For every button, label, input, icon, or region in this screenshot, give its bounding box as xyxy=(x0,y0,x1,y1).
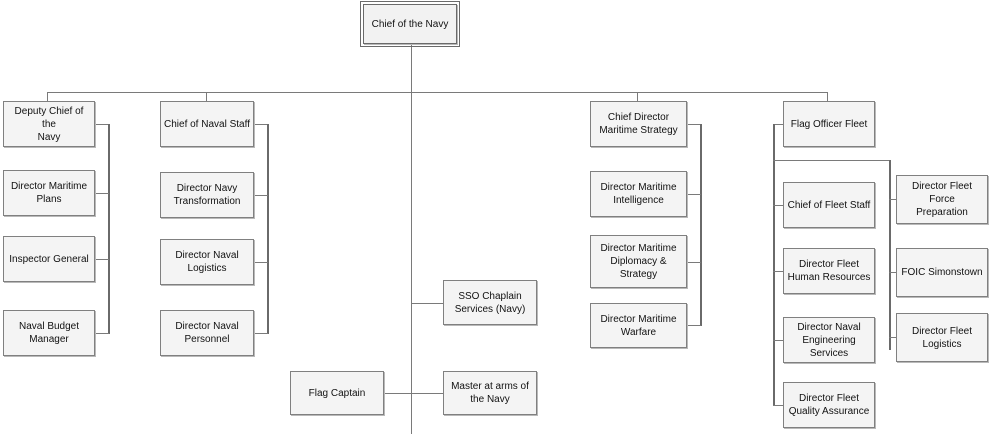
node-label: Director Fleet Quality Assurance xyxy=(788,393,870,417)
node-director-fleet-force-preparation[interactable]: Director Fleet Force Preparation xyxy=(896,175,988,224)
node-label: Director Maritime Plans xyxy=(10,181,88,205)
node-label: FOIC Simonstown xyxy=(901,267,983,278)
connector-maritime-strategy-to-diplomacy xyxy=(687,262,701,263)
connector-maritime-strategy-spine xyxy=(700,124,702,326)
connector-fleet-right-to-fleet-logistics xyxy=(889,337,897,338)
connector-maritime-strategy-to-warfare xyxy=(687,325,701,326)
node-label: SSO Chaplain Services (Navy) xyxy=(454,290,526,315)
node-label: Director Naval Logistics xyxy=(175,250,239,274)
node-label: Director Fleet Force Preparation xyxy=(911,181,972,218)
node-sso-chaplain-services-navy[interactable]: SSO Chaplain Services (Navy) xyxy=(443,280,537,325)
connector-fleet-to-chief-of-fleet-staff xyxy=(773,205,785,206)
node-chief-director-maritime-strategy[interactable]: Chief Director Maritime Strategy xyxy=(590,101,687,147)
node-label: Director Fleet Logistics xyxy=(911,325,972,350)
connector-fleet-right-to-force-preparation xyxy=(889,199,897,200)
node-chief-of-the-navy[interactable]: Chief of the Navy xyxy=(360,1,460,47)
node-director-naval-logistics[interactable]: Director Naval Logistics xyxy=(160,239,254,285)
node-label: Director Naval Engineering Services xyxy=(797,321,861,359)
connector-naval-staff-spine xyxy=(267,124,269,334)
node-chief-of-fleet-staff[interactable]: Chief of Fleet Staff xyxy=(783,182,875,228)
connector-deputy-chief-spine xyxy=(108,124,110,334)
connector-centre-to-sso-chaplain xyxy=(411,303,443,304)
node-director-fleet-human-resources[interactable]: Director Fleet Human Resources xyxy=(783,248,875,294)
connector-deputy-chief-to-naval-budget-manager xyxy=(95,333,109,334)
connector-deputy-chief-to-inspector-general xyxy=(95,259,109,260)
node-director-fleet-quality-assurance[interactable]: Director Fleet Quality Assurance xyxy=(783,382,875,428)
connector-flag-officer-fleet-stub xyxy=(773,124,785,125)
connector-deputy-chief-to-maritime-plans xyxy=(95,193,109,194)
node-label: Chief Director Maritime Strategy xyxy=(599,112,678,136)
node-director-fleet-logistics[interactable]: Director Fleet Logistics xyxy=(896,313,988,362)
node-label: Naval Budget Manager xyxy=(18,321,80,345)
node-label: Director Fleet Human Resources xyxy=(787,259,871,283)
node-naval-budget-manager[interactable]: Naval Budget Manager xyxy=(3,310,95,356)
connector-fleet-spine xyxy=(773,124,775,405)
connector-fleet-to-engineering-services xyxy=(773,340,785,341)
node-flag-officer-fleet[interactable]: Flag Officer Fleet xyxy=(783,101,875,147)
node-label: Flag Officer Fleet xyxy=(790,118,868,130)
connector-centre-to-master-at-arms xyxy=(411,393,443,394)
connector-naval-staff-to-navy-transformation xyxy=(254,195,268,196)
connector-deputy-chief-stub xyxy=(95,124,109,125)
node-director-maritime-diplomacy-strategy[interactable]: Director Maritime Diplomacy & Strategy xyxy=(590,235,687,288)
node-label: Inspector General xyxy=(9,253,89,265)
node-deputy-chief-of-the-navy[interactable]: Deputy Chief of the Navy xyxy=(3,101,95,147)
connector-fleet-right-to-foic-simonstown xyxy=(889,272,897,273)
connector-drop-deputy-chief xyxy=(47,92,48,102)
node-label: Director Maritime Warfare xyxy=(600,313,677,338)
node-inspector-general[interactable]: Inspector General xyxy=(3,236,95,282)
connector-centre-trunk xyxy=(411,92,412,434)
node-master-at-arms-of-the-navy[interactable]: Master at arms of the Navy xyxy=(443,371,537,415)
node-label: Director Naval Personnel xyxy=(175,321,239,345)
connector-centre-to-flag-captain xyxy=(384,393,411,394)
node-label: Flag Captain xyxy=(308,387,366,399)
node-flag-captain[interactable]: Flag Captain xyxy=(290,371,384,415)
connector-root-stem xyxy=(411,45,412,93)
connector-fleet-right-spine xyxy=(889,160,891,350)
node-director-naval-personnel[interactable]: Director Naval Personnel xyxy=(160,310,254,356)
node-director-maritime-intelligence[interactable]: Director Maritime Intelligence xyxy=(590,171,687,217)
connector-top-bus xyxy=(47,92,827,93)
node-label: Chief of Naval Staff xyxy=(164,118,250,130)
node-label: Director Navy Transformation xyxy=(173,183,241,207)
connector-fleet-bridge xyxy=(773,160,890,161)
connector-fleet-to-human-resources xyxy=(773,271,785,272)
node-director-navy-transformation[interactable]: Director Navy Transformation xyxy=(160,172,254,218)
node-director-naval-engineering-services[interactable]: Director Naval Engineering Services xyxy=(783,317,875,363)
connector-naval-staff-stub xyxy=(254,124,268,125)
connector-naval-staff-to-naval-logistics xyxy=(254,262,268,263)
node-label: Deputy Chief of the Navy xyxy=(14,105,84,143)
connector-fleet-to-quality-assurance xyxy=(773,405,785,406)
node-chief-of-naval-staff[interactable]: Chief of Naval Staff xyxy=(160,101,254,147)
node-label: Chief of the Navy xyxy=(371,18,449,30)
node-director-maritime-warfare[interactable]: Director Maritime Warfare xyxy=(590,303,687,348)
connector-naval-staff-to-naval-personnel xyxy=(254,333,268,334)
node-director-maritime-plans[interactable]: Director Maritime Plans xyxy=(3,170,95,216)
connector-maritime-strategy-to-intelligence xyxy=(687,194,701,195)
connector-maritime-strategy-stub xyxy=(687,124,701,125)
connector-drop-naval-staff xyxy=(206,92,207,102)
connector-drop-maritime-strategy xyxy=(637,92,638,102)
connector-drop-flag-officer-fleet xyxy=(827,92,828,102)
node-label: Director Maritime Diplomacy & Strategy xyxy=(600,243,677,280)
node-label: Master at arms of the Navy xyxy=(451,381,529,405)
node-label: Director Maritime Intelligence xyxy=(600,182,677,206)
node-foic-simonstown[interactable]: FOIC Simonstown xyxy=(896,248,988,297)
node-label: Chief of Fleet Staff xyxy=(787,199,871,211)
